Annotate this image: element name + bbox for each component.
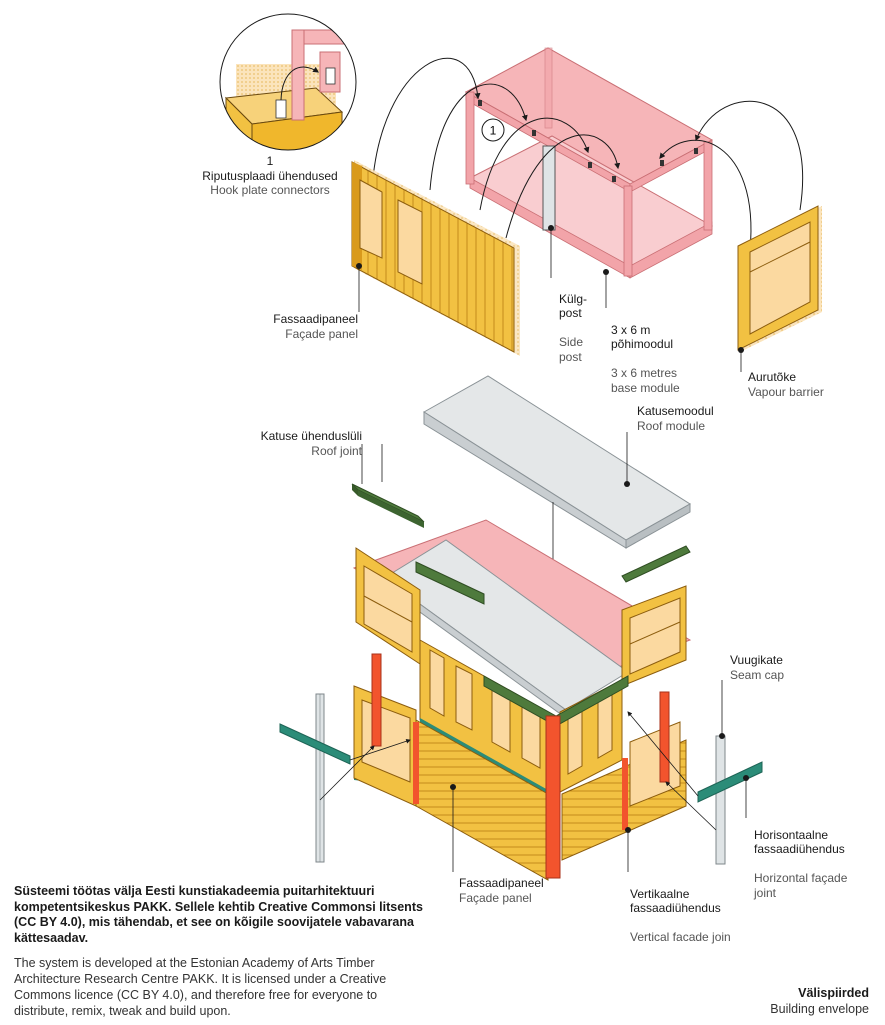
label-en: Side post — [559, 335, 584, 364]
label-et: Horisontaalne fassaadiühendus — [754, 827, 845, 857]
base-module-frame — [464, 47, 714, 279]
label-et: Katuse ühenduslüli — [260, 429, 362, 443]
label-et: Aurutõke — [748, 370, 797, 384]
label-en: Façade panel — [459, 890, 532, 905]
label-et: 3 x 6 m põhimoodul — [611, 322, 674, 352]
label-en: Façade panel — [285, 326, 358, 341]
callout-marker: 1 — [481, 118, 505, 142]
facade-panel-top — [351, 160, 520, 356]
hook-plate-detail — [219, 13, 357, 151]
label-en: Seam cap — [730, 667, 785, 682]
corner-title-en: Building envelope — [770, 1002, 869, 1016]
label-en: Vertical facade join — [630, 930, 731, 944]
label-vertical-join: Vertikaalne fassaadiühendus Vertical fac… — [630, 872, 731, 959]
label-facade-panel-top: Fassaadipaneel Façade panel — [240, 312, 358, 341]
label-en: 3 x 6 metres base module — [611, 366, 680, 395]
assembled-building — [352, 519, 692, 881]
roof-module — [423, 375, 691, 595]
footer-bold-text: Süsteemi töötas välja Eesti kunstiakadee… — [14, 884, 423, 945]
detail-title-et: Riputusplaadi ühendused — [202, 168, 338, 183]
label-en: Horizontal façade joint — [754, 871, 848, 900]
corner-title-et: Välispiirded — [798, 986, 869, 1000]
assembly-arrows-top — [371, 57, 803, 251]
label-et: Katusemoodul — [637, 404, 714, 418]
assembly-arrows-bottom — [319, 444, 747, 872]
corner-title: Välispiirded Building envelope — [770, 985, 869, 1017]
detail-title-en: Hook plate connectors — [210, 183, 330, 197]
label-roof-joint: Katuse ühenduslüli Roof joint — [240, 429, 362, 458]
label-vapour-barrier: Aurutõke Vapour barrier — [748, 370, 824, 399]
label-base-module: 3 x 6 m põhimoodul 3 x 6 metres base mod… — [611, 308, 680, 410]
leader-lines-top — [358, 228, 742, 372]
label-en: Roof module — [637, 418, 706, 433]
label-en: Vapour barrier — [748, 384, 824, 399]
detail-number: 1 — [266, 154, 274, 168]
label-et: Külg- post — [559, 291, 588, 321]
label-et: Fassaadipaneel — [459, 876, 544, 890]
vapour-barrier-panel — [737, 205, 822, 353]
label-en: Roof joint — [311, 443, 362, 458]
label-et: Vertikaalne fassaadiühendus — [630, 886, 721, 916]
label-facade-panel-bottom: Fassaadipaneel Façade panel — [459, 876, 544, 905]
label-et: Fassaadipaneel — [273, 312, 358, 326]
detail-label: 1 Riputusplaadi ühendused Hook plate con… — [200, 154, 340, 198]
roof-joint — [351, 444, 425, 528]
seam-posts-exploded — [279, 693, 763, 865]
footer-description: Süsteemi töötas välja Eesti kunstiakadee… — [14, 884, 424, 1019]
label-horizontal-join: Horisontaalne fassaadiühendus Horizontal… — [754, 813, 847, 915]
label-seam-cap: Vuugikate Seam cap — [730, 653, 784, 682]
callout-marker-number: 1 — [490, 124, 497, 138]
label-side-post: Külg- post Side post — [559, 277, 587, 379]
label-roof-module: Katusemoodul Roof module — [637, 404, 714, 433]
label-et: Vuugikate — [730, 653, 783, 667]
footer-normal-text: The system is developed at the Estonian … — [14, 956, 387, 1018]
